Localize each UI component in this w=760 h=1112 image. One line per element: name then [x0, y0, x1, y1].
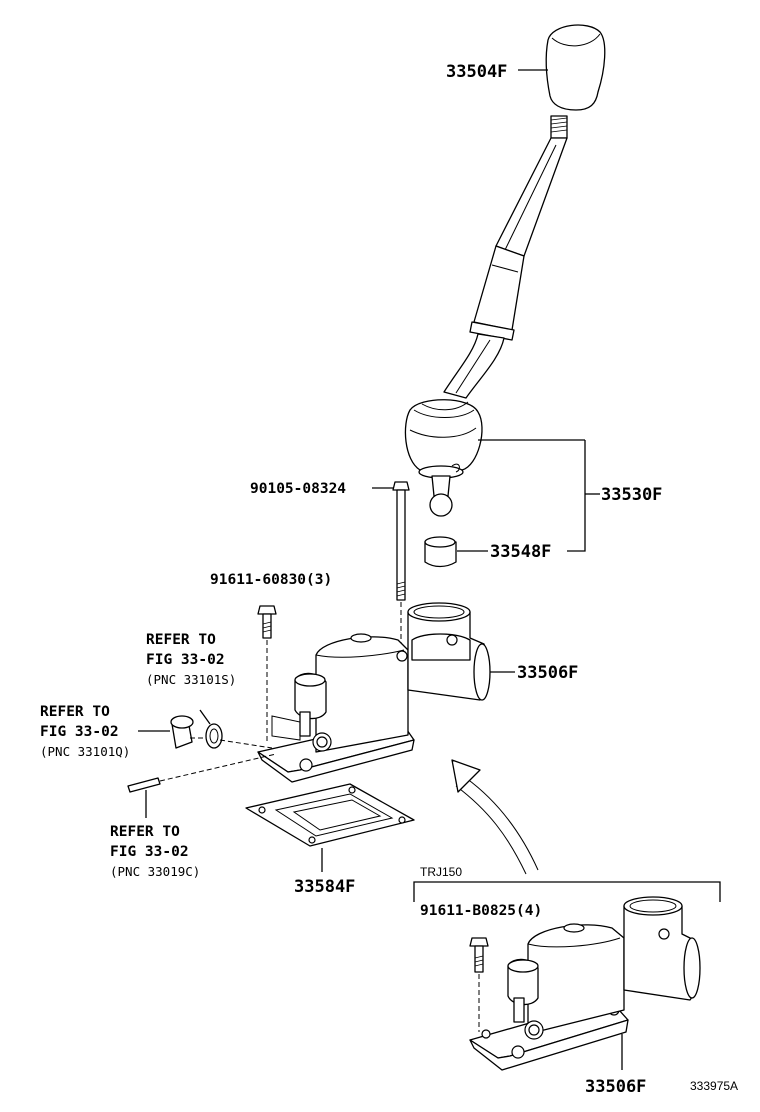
ref-line1: REFER TO: [40, 704, 110, 720]
ref-note-33101s: REFER TO FIG 33-02 (PNC 33101S): [146, 632, 236, 687]
ref-line3: (PNC 33101S): [146, 672, 236, 687]
shift-housing-main: [257, 602, 515, 783]
label-bolt-90105: 90105-08324: [250, 481, 346, 497]
label-lever-assy: 33530F: [601, 485, 662, 505]
shift-housing-trj150: [469, 896, 701, 1071]
ref-line2: FIG 33-02: [146, 652, 225, 668]
bushing: [424, 536, 488, 568]
ref-note-33101q: REFER TO FIG 33-02 (PNC 33101Q): [40, 704, 130, 759]
lever-seat-assy: [404, 399, 585, 517]
ref-line2: FIG 33-02: [110, 844, 189, 860]
gasket: [245, 783, 415, 872]
pin: [127, 753, 277, 818]
variant-box: [413, 881, 721, 902]
ref-line3: (PNC 33019C): [110, 864, 200, 879]
bolt-short: [257, 605, 277, 742]
label-variant: TRJ150: [420, 865, 462, 879]
shift-knob: [518, 24, 606, 111]
plug-and-washer: [138, 709, 273, 749]
ref-note-33019c: REFER TO FIG 33-02 (PNC 33019C): [110, 824, 200, 879]
long-bolt: [372, 481, 410, 650]
ref-line1: REFER TO: [146, 632, 216, 648]
label-gasket: 33584F: [294, 877, 355, 897]
shift-lever: [443, 115, 568, 399]
label-housing: 33506F: [517, 663, 578, 683]
ref-line1: REFER TO: [110, 824, 180, 840]
label-bushing: 33548F: [490, 542, 551, 562]
variant-arrow: [451, 759, 539, 875]
label-bolt-91611-b: 91611-B0825(4): [420, 903, 542, 919]
label-housing-trj150: 33506F: [585, 1077, 646, 1097]
bolt-variant: [469, 937, 489, 1032]
label-bolt-91611-a: 91611-60830(3): [210, 572, 332, 588]
ref-line3: (PNC 33101Q): [40, 744, 130, 759]
drawing-number: 333975A: [690, 1079, 738, 1093]
ref-line2: FIG 33-02: [40, 724, 119, 740]
label-knob: 33504F: [446, 62, 507, 82]
